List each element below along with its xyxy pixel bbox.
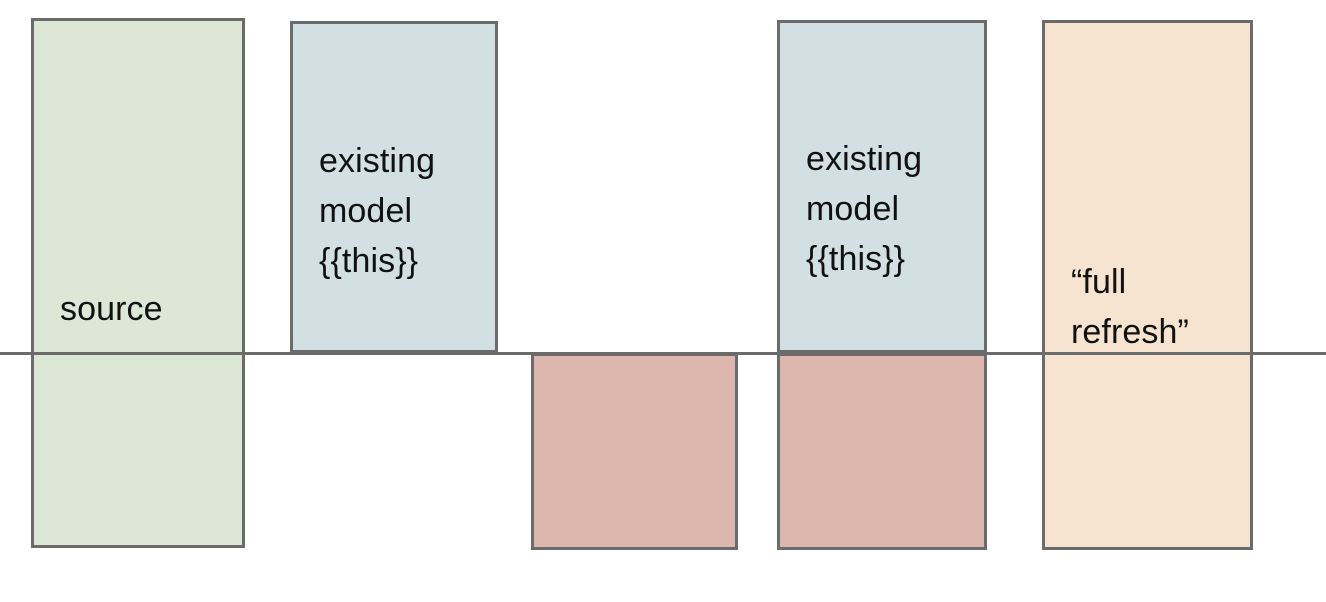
block-existing-model-2[interactable]: existing model {{this}} xyxy=(777,20,987,353)
timeline-divider xyxy=(0,352,1326,355)
block-new-records-1[interactable]: new records xyxy=(531,353,738,550)
block-existing-model-1-label: existing model {{this}} xyxy=(319,142,436,280)
block-existing-model-1[interactable]: existing model {{this}} xyxy=(290,21,498,353)
block-full-refresh-label: “full refresh” xyxy=(1071,263,1189,351)
block-new-records-2[interactable]: new records xyxy=(777,353,987,550)
block-existing-model-2-label: existing model {{this}} xyxy=(806,140,923,278)
block-source[interactable]: source xyxy=(31,18,245,548)
block-source-label: source xyxy=(60,290,163,328)
block-full-refresh[interactable]: “full refresh” xyxy=(1042,20,1253,550)
